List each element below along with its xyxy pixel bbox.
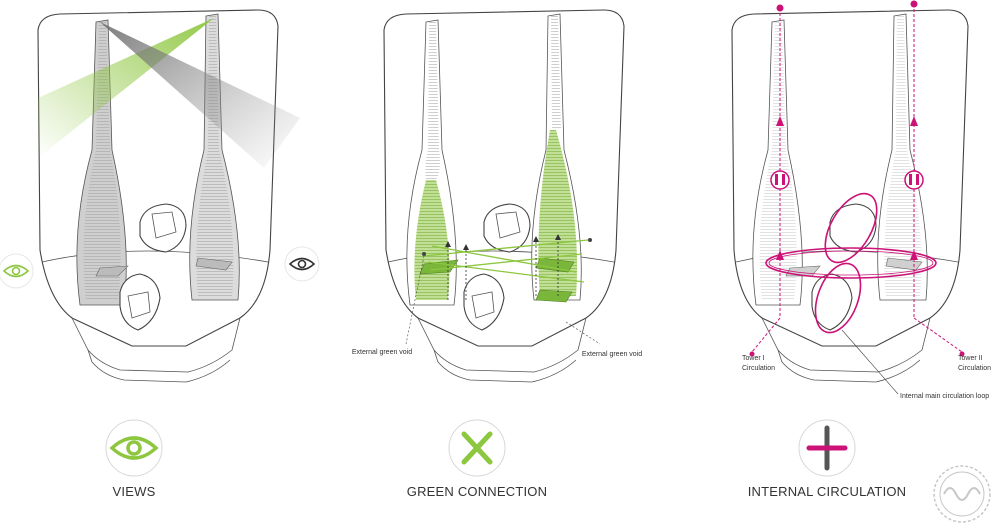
label-external-green-void-right: External green void <box>582 351 642 358</box>
elevator-icon-tower1 <box>770 170 790 190</box>
circulation-loop <box>765 192 937 334</box>
caption-internal-circulation: INTERNAL CIRCULATION <box>748 484 907 499</box>
views-panel: VIEWS <box>0 9 320 499</box>
label-external-green-void-left: External green void <box>352 349 412 356</box>
green-arrows <box>447 238 559 300</box>
caption-views: VIEWS <box>113 484 156 499</box>
leader-line-loop <box>841 329 899 395</box>
eye-badge-right <box>284 246 320 282</box>
green-connection-panel: External green void External green void … <box>352 9 642 499</box>
watermark-seal-icon <box>933 465 991 523</box>
grey-view-beam <box>100 22 300 168</box>
caption-green-connection: GREEN CONNECTION <box>407 484 547 499</box>
green-arrowheads <box>445 234 561 250</box>
plus-cross-icon <box>798 419 856 477</box>
label-tower1-line2: Circulation <box>742 365 775 372</box>
green-view-beam <box>38 18 214 158</box>
label-tower2-line1: Tower II <box>958 355 983 362</box>
core-endpoints <box>749 0 965 357</box>
building-model-green <box>383 9 625 383</box>
elevator-icon-tower2 <box>904 170 924 190</box>
label-tower1-line1: Tower I <box>742 355 765 362</box>
building-model-circulation <box>731 9 969 383</box>
eye-icon <box>105 419 163 477</box>
eye-badge-left <box>0 253 34 289</box>
x-cross-icon <box>448 419 506 477</box>
vertical-cores <box>751 4 963 353</box>
label-tower2-line2: Circulation <box>958 365 991 372</box>
internal-circulation-panel: Tower I Circulation Tower II Circulation… <box>731 0 991 499</box>
label-circulation-loop: Internal main circulation loop <box>900 393 989 400</box>
leader-lines-green <box>405 238 601 345</box>
